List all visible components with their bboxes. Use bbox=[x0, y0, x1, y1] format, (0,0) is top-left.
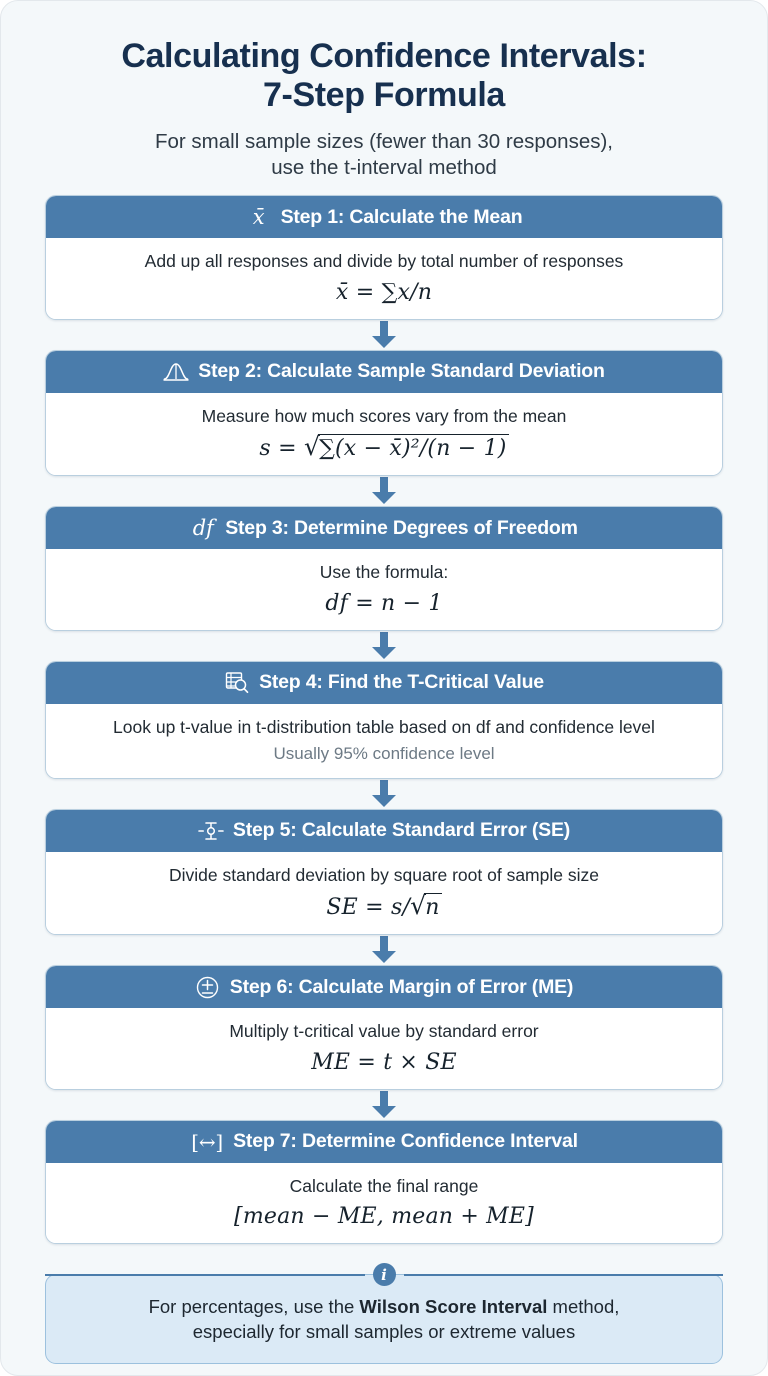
flow-arrow-5-6 bbox=[45, 935, 723, 965]
step-formula-2: s = √∑(x − x̄)²/(n − 1) bbox=[62, 434, 706, 461]
step-body-7: Calculate the final range [mean − ME, me… bbox=[46, 1162, 722, 1244]
radical-sign: √ bbox=[303, 432, 321, 462]
radical-sign: √ bbox=[410, 891, 427, 921]
footer-note-wrapper: i For percentages, use the Wilson Score … bbox=[45, 1263, 723, 1365]
step-note-4: Usually 95% confidence level bbox=[273, 743, 495, 763]
formula-lhs: x̄ bbox=[335, 279, 349, 305]
bell-curve-icon bbox=[163, 360, 189, 384]
step-body-4: Look up t-value in t-distribution table … bbox=[46, 703, 722, 778]
table-search-icon bbox=[224, 671, 250, 695]
interval-bracket-icon: [↔] bbox=[190, 1130, 224, 1154]
df-glyph: df bbox=[192, 515, 214, 540]
square-root-group: √∑(x − x̄)²/(n − 1) bbox=[304, 434, 509, 461]
page-title-line1: Calculating Confidence Intervals: bbox=[121, 37, 647, 75]
formula-lhs: SE bbox=[326, 895, 358, 921]
note-text-line2: especially for small samples or extreme … bbox=[192, 1320, 576, 1342]
flow-arrow-6-7 bbox=[45, 1090, 723, 1120]
step-heading-7: Step 7: Determine Confidence Interval bbox=[233, 1130, 578, 1153]
radicand: ∑(x − x̄)²/(n − 1) bbox=[318, 434, 509, 462]
step-card-3[interactable]: df Step 3: Determine Degrees of Freedom … bbox=[45, 506, 723, 631]
step-formula-3: df = n − 1 bbox=[325, 590, 443, 616]
step-description-1: Add up all responses and divide by total… bbox=[144, 251, 624, 272]
steps-flow: x̄ Step 1: Calculate the Mean Add up all… bbox=[45, 195, 723, 1245]
step-card-2[interactable]: Step 2: Calculate Sample Standard Deviat… bbox=[45, 349, 723, 477]
step-header-4: Step 4: Find the T-Critical Value bbox=[46, 661, 722, 704]
page-subtitle: For small sample sizes (fewer than 30 re… bbox=[45, 129, 723, 181]
step-header-2: Step 2: Calculate Sample Standard Deviat… bbox=[46, 350, 722, 393]
formula-equals: = bbox=[278, 436, 297, 462]
error-bar-icon bbox=[198, 819, 224, 843]
step-body-5: Divide standard deviation by square root… bbox=[46, 851, 722, 935]
step-description-6: Multiply t-critical value by standard er… bbox=[229, 1021, 539, 1042]
note-text-bold: Wilson Score Interval bbox=[359, 1296, 548, 1318]
step-card-6[interactable]: Step 6: Calculate Margin of Error (ME) M… bbox=[45, 965, 723, 1090]
page-subtitle-line1: For small sample sizes (fewer than 30 re… bbox=[154, 129, 613, 153]
step-header-1: x̄ Step 1: Calculate the Mean bbox=[46, 196, 722, 239]
step-card-1[interactable]: x̄ Step 1: Calculate the Mean Add up all… bbox=[45, 195, 723, 320]
page-subtitle-line2: use the t-interval method bbox=[271, 156, 497, 180]
step-heading-2: Step 2: Calculate Sample Standard Deviat… bbox=[198, 360, 605, 383]
x-bar-glyph: x̄ bbox=[252, 204, 265, 229]
flow-arrow-1-2 bbox=[45, 320, 723, 350]
step-formula-1: x̄ = ∑x/n bbox=[62, 280, 706, 305]
step-header-7: [↔] Step 7: Determine Confidence Interva… bbox=[46, 1120, 722, 1163]
step-description-5: Divide standard deviation by square root… bbox=[169, 864, 599, 885]
step-description-2: Measure how much scores vary from the me… bbox=[201, 405, 567, 426]
x-bar-glyph-icon: x̄ bbox=[246, 205, 272, 229]
step-header-6: Step 6: Calculate Margin of Error (ME) bbox=[46, 966, 722, 1009]
step-body-1: Add up all responses and divide by total… bbox=[46, 238, 722, 319]
page-title: Calculating Confidence Intervals: 7-Step… bbox=[45, 37, 723, 116]
step-description-7: Calculate the final range bbox=[289, 1175, 479, 1196]
summation-symbol: ∑ bbox=[381, 279, 398, 305]
step-header-3: df Step 3: Determine Degrees of Freedom bbox=[46, 507, 722, 550]
formula-equals: = bbox=[365, 895, 384, 921]
footer-note-card: For percentages, use the Wilson Score In… bbox=[45, 1274, 723, 1365]
step-heading-6: Step 6: Calculate Margin of Error (ME) bbox=[229, 975, 574, 998]
formula-equals: = bbox=[355, 279, 375, 305]
step-body-3: Use the formula: df = n − 1 bbox=[46, 549, 722, 630]
radicand: n bbox=[424, 893, 442, 921]
step-formula-7: [mean − ME, mean + ME] bbox=[234, 1204, 534, 1230]
plus-minus-circle-icon bbox=[195, 975, 221, 999]
footer-note-text: For percentages, use the Wilson Score In… bbox=[64, 1295, 704, 1344]
step-heading-1: Step 1: Calculate the Mean bbox=[280, 205, 523, 228]
df-glyph-icon: df bbox=[190, 516, 216, 540]
step-card-7[interactable]: [↔] Step 7: Determine Confidence Interva… bbox=[45, 1119, 723, 1245]
step-heading-5: Step 5: Calculate Standard Error (SE) bbox=[232, 819, 571, 842]
step-body-2: Measure how much scores vary from the me… bbox=[46, 392, 722, 476]
header: Calculating Confidence Intervals: 7-Step… bbox=[45, 1, 723, 181]
step-heading-3: Step 3: Determine Degrees of Freedom bbox=[225, 516, 578, 539]
formula-lhs: s bbox=[259, 436, 271, 462]
flow-arrow-2-3 bbox=[45, 476, 723, 506]
square-root-group: √n bbox=[410, 893, 442, 920]
interval-bracket-glyph: [↔] bbox=[191, 1129, 223, 1154]
step-formula-5: SE = s/√n bbox=[62, 893, 706, 920]
flow-arrow-4-5 bbox=[45, 779, 723, 809]
page-title-line2: 7-Step Formula bbox=[263, 76, 505, 115]
flow-arrow-3-4 bbox=[45, 631, 723, 661]
formula-rhs: x/n bbox=[397, 279, 433, 305]
step-description-3: Use the formula: bbox=[319, 562, 449, 583]
step-formula-6: ME = t × SE bbox=[311, 1049, 457, 1075]
step-body-6: Multiply t-critical value by standard er… bbox=[46, 1008, 722, 1089]
step-card-5[interactable]: Step 5: Calculate Standard Error (SE) Di… bbox=[45, 808, 723, 936]
note-text-before: For percentages, use the bbox=[148, 1296, 360, 1318]
step-header-5: Step 5: Calculate Standard Error (SE) bbox=[46, 809, 722, 852]
note-text-after: method, bbox=[547, 1296, 620, 1318]
step-description-4: Look up t-value in t-distribution table … bbox=[113, 716, 655, 737]
formula-mid: s/ bbox=[390, 895, 411, 921]
step-card-4[interactable]: Step 4: Find the T-Critical Value Look u… bbox=[45, 660, 723, 779]
step-heading-4: Step 4: Find the T-Critical Value bbox=[259, 671, 544, 694]
